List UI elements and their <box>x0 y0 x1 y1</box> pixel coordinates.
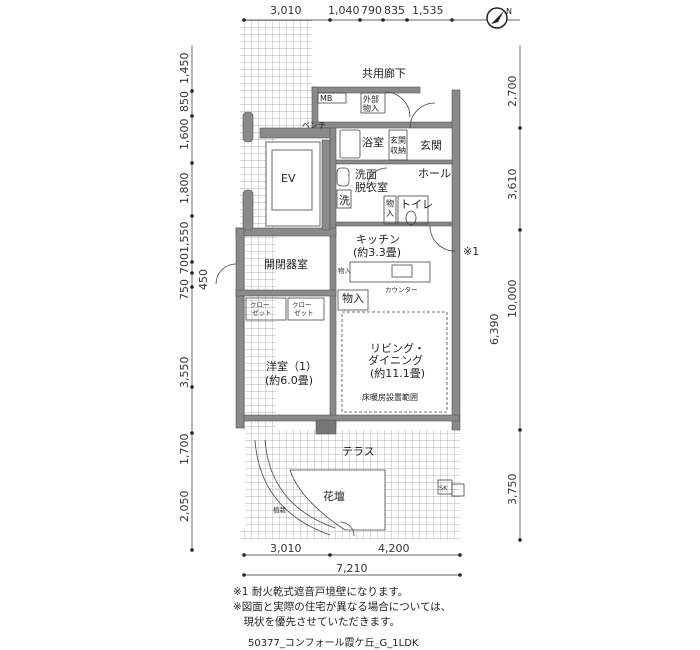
entrance-storage-label: 玄関 <box>390 135 406 145</box>
floor-heating-label: 床暖房設置範囲 <box>362 392 418 402</box>
bedroom-label: 洋室（1） <box>266 359 317 373</box>
compass-north-label: N <box>506 7 512 16</box>
kitchen-label: キッチン <box>356 233 400 246</box>
small-storage-label: 物 <box>386 198 394 208</box>
svg-text:入: 入 <box>386 209 394 218</box>
dim-left-2: 850 <box>178 91 191 112</box>
kitchen-size: (約3.3畳) <box>353 245 401 259</box>
kitchen-storage-label: 物入 <box>338 266 352 275</box>
dim-left-4: 1,800 <box>178 173 191 205</box>
svg-text:収納: 収納 <box>390 145 406 155</box>
notes: ※1 耐火乾式遮音戸境壁になります。 ※図面と実際の住宅が異なる場合については、… <box>233 585 451 630</box>
washer-label: 洗 <box>339 194 350 207</box>
dim-right-2: 3,610 <box>506 169 519 201</box>
bench-label: ベンチ <box>302 121 326 130</box>
walls <box>235 86 461 435</box>
svg-text:ゼット: ゼット <box>252 308 272 317</box>
dim-right-3: 10,000 <box>506 280 519 319</box>
toilet-label: トイレ <box>400 198 433 211</box>
toilet-icon <box>405 210 417 226</box>
kitchen-counter <box>349 261 431 283</box>
dim-bottom-2: 4,200 <box>378 542 410 555</box>
storage-label: 物入 <box>342 291 364 305</box>
svg-text:ゼット: ゼット <box>294 308 314 317</box>
bath-label: 浴室 <box>362 135 384 149</box>
dim-left-10: 1,700 <box>178 434 191 466</box>
floor-heating-range <box>341 311 448 413</box>
living-label: リビング・ <box>370 341 425 355</box>
ev-shaft <box>265 141 321 227</box>
dim-left-7: 450 <box>197 269 210 290</box>
closet-label-2: クロー <box>292 301 312 309</box>
dim-left-1: 1,450 <box>178 53 191 85</box>
dim-top-2: 1,040 <box>328 4 360 17</box>
bedroom-size: (約6.0畳) <box>265 373 313 387</box>
mb-label: MB <box>320 94 332 103</box>
note-1: ※1 耐火乾式遮音戸境壁になります。 <box>233 586 409 598</box>
svg-text:物入: 物入 <box>363 103 379 113</box>
living-size: (約11.1畳) <box>370 366 425 380</box>
dim-left-5: 1,550 <box>178 222 191 254</box>
dim-bottom-total: 7,210 <box>336 562 368 575</box>
property-code: 50377_コンフォール霞ケ丘_G_1LDK <box>248 638 419 649</box>
mb-box <box>317 92 347 104</box>
dim-right-5: 3,750 <box>506 474 519 506</box>
external-storage-label: 外部 <box>363 94 379 104</box>
compass-icon: N <box>486 7 512 29</box>
note-mark: ※1 <box>463 245 479 258</box>
dim-left-11: 2,050 <box>178 491 191 523</box>
flowerbed-label: 花壇 <box>323 489 345 503</box>
closet-label: クロー <box>250 301 270 309</box>
bathtub <box>339 129 361 159</box>
dim-top-4: 835 <box>384 4 405 17</box>
dim-right-4: 6,390 <box>488 314 501 346</box>
dim-top-1: 3,010 <box>270 4 302 17</box>
dim-left-9: 3,550 <box>178 357 191 389</box>
dim-left-3: 1,600 <box>178 119 191 151</box>
planting-label: 植栽 <box>273 505 287 514</box>
svg-text:ダイニング: ダイニング <box>368 353 423 367</box>
dim-right-1: 2,700 <box>506 76 519 108</box>
svg-text:脱衣室: 脱衣室 <box>355 180 388 194</box>
dim-top-3: 790 <box>361 4 382 17</box>
dim-top-5: 1,535 <box>412 4 444 17</box>
flowerbed-outline <box>289 469 386 531</box>
switch-room-label: 開閉器室 <box>264 257 308 271</box>
corridor-label: 共用廊下 <box>362 66 406 80</box>
washroom-label: 洗面 <box>355 168 377 181</box>
entrance-label: 玄関 <box>420 138 442 152</box>
terrace-label: テラス <box>342 445 375 458</box>
note-2: ※図面と実際の住宅が異なる場合については、 <box>233 601 452 613</box>
ev-label: EV <box>281 172 296 185</box>
dim-left-8: 750 <box>178 279 191 300</box>
dim-left-6: 700 <box>178 253 191 274</box>
counter-label: カウンター <box>385 285 418 294</box>
dim-bottom-1: 3,010 <box>270 542 302 555</box>
sk-label: SK <box>439 484 448 492</box>
note-3: 現状を優先させていただきます。 <box>233 616 400 628</box>
hall-label: ホール <box>418 167 451 180</box>
